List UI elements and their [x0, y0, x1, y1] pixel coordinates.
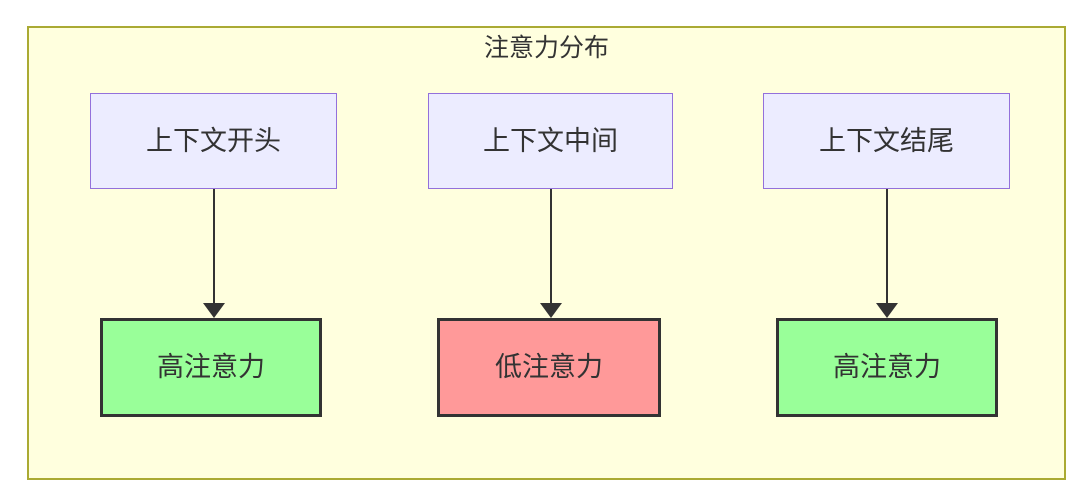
attention-distribution-container: 注意力分布 上下文开头 高注意力 上下文中间 低注意力 上下文结尾 高注意力	[27, 26, 1066, 480]
diagram-title: 注意力分布	[483, 34, 609, 62]
arrow-down-icon	[539, 303, 562, 318]
node-high-attention-left: 高注意力	[100, 318, 322, 417]
arrow-down-icon	[875, 303, 898, 318]
node-high-attention-left-label: 高注意力	[157, 352, 265, 382]
arrow-line-middle	[549, 189, 552, 304]
node-context-middle-label: 上下文中间	[483, 125, 618, 156]
node-low-attention-middle-label: 低注意力	[495, 352, 603, 382]
node-low-attention-middle: 低注意力	[437, 318, 661, 417]
node-context-end: 上下文结尾	[763, 93, 1010, 189]
arrow-line-start	[212, 189, 215, 304]
arrow-down-icon	[202, 303, 225, 318]
arrow-line-end	[885, 189, 888, 304]
node-high-attention-right: 高注意力	[776, 318, 998, 417]
node-context-end-label: 上下文结尾	[819, 125, 954, 156]
node-context-start: 上下文开头	[90, 93, 337, 189]
node-high-attention-right-label: 高注意力	[833, 352, 941, 382]
node-context-middle: 上下文中间	[428, 93, 673, 189]
node-context-start-label: 上下文开头	[146, 125, 281, 156]
